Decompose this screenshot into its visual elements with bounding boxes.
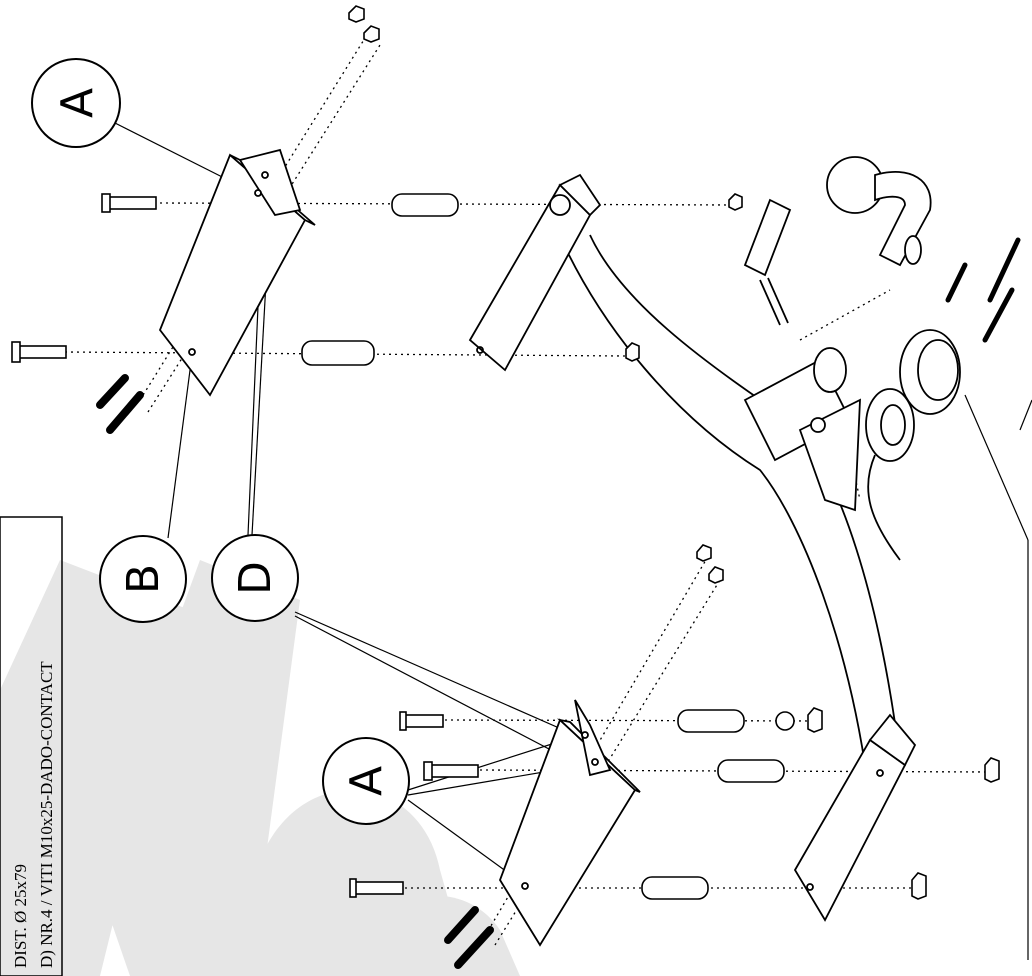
- svg-text:A: A: [52, 88, 103, 118]
- main-tow-bar-tube: [468, 173, 917, 922]
- note-box: DIST. Ø 25x79 D) NR.4 / VITI M10x25-DADO…: [0, 516, 63, 976]
- callout-b: B: [99, 535, 187, 623]
- svg-text:B: B: [118, 564, 169, 594]
- nuts: [348, 5, 1000, 900]
- locking-pin: [743, 198, 792, 326]
- watermark: [0, 560, 520, 976]
- svg-text:D: D: [230, 561, 281, 595]
- callout-a-bottom: A: [322, 737, 410, 825]
- svg-text:A: A: [341, 766, 392, 796]
- socket-bracket: [743, 347, 861, 512]
- callout-d: D: [211, 534, 299, 622]
- socket-screws: [945, 237, 1021, 343]
- electrical-socket: [865, 329, 961, 561]
- angled-bolts: [96, 374, 494, 969]
- note-line-2: D) NR.4 / VITI M10x25-DADO-CONTACT: [37, 661, 56, 968]
- bottom-bracket-plate: [499, 699, 641, 947]
- note-line-1: DIST. Ø 25x79: [11, 864, 30, 968]
- top-bracket-plate: [158, 148, 316, 397]
- callout-a-top: A: [31, 58, 121, 148]
- bolts: [11, 193, 479, 898]
- tow-ball: [826, 156, 932, 267]
- spacer-tubes: [301, 193, 785, 900]
